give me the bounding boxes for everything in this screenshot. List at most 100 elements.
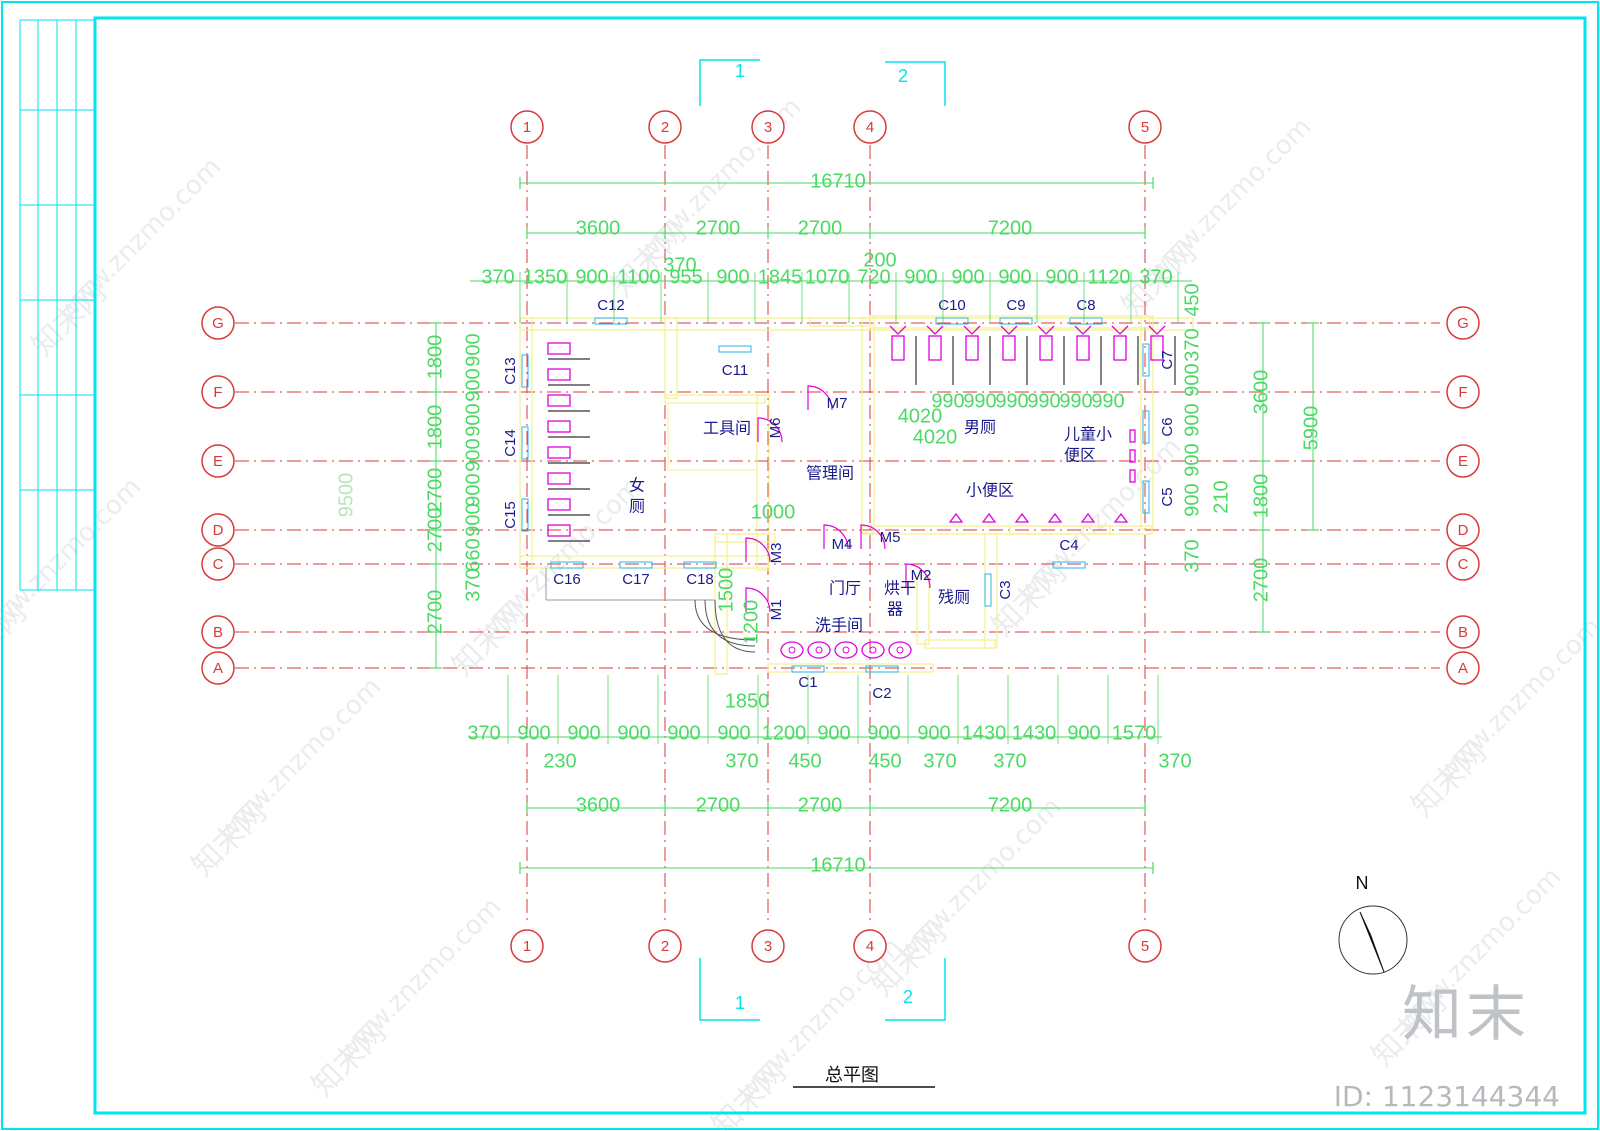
dimension-text: 900 [1181,403,1203,436]
dimension-text: 2700 [696,794,741,816]
section-cut-label: 2 [903,987,913,1007]
section-cut-label: 1 [735,993,745,1013]
toilet-fixture [1037,325,1055,335]
dimension-text: 900 [667,722,700,744]
dimension-text: 370 [993,750,1026,772]
window-frame [1142,410,1150,444]
window-frame [999,317,1033,325]
wash-basin-drain [788,646,796,654]
dimension-text: 900 [462,368,484,401]
dimension-text: 990 [1059,390,1092,412]
window-frame [1142,343,1150,377]
axis-label-column: 4 [866,938,874,955]
dimension-text: 370 [1181,328,1203,361]
room-label-management: 管理间 [806,464,854,483]
door-label-m5: M5 [880,529,901,546]
section-cut-mark [885,958,946,1021]
axis-bubble-column [1128,110,1162,144]
dimension-text: 900 [1045,266,1078,288]
axis-bubble-column [648,929,682,963]
dimension-text: 200 [863,249,896,271]
north-arrow-label: N [1356,873,1369,893]
window-frame [683,561,717,569]
door-label-m6: M6 [767,418,784,439]
axis-label-column: 1 [523,938,531,955]
dimension-text: 900 [917,722,950,744]
axis-bubble-column [853,110,887,144]
dimension-text: 1500 [715,568,737,613]
dimension-text: 370 [481,266,514,288]
window-label-c16: C16 [553,571,581,588]
dimension-text: 210 [1210,480,1232,513]
toilet-fixture [965,335,979,361]
room-label-men: 男厕 [964,418,996,437]
dimension-text: 370 [923,750,956,772]
dimension-text: 990 [995,390,1028,412]
toilet-fixture [1000,325,1018,335]
window-frame [1142,480,1150,514]
dimension-text: 370 [725,750,758,772]
north-arrow: N [1338,873,1408,975]
window-label-c13: C13 [502,357,519,385]
door-swing [745,587,771,613]
dimension-text: 1800 [424,335,446,380]
axis-label-column: 2 [661,119,669,136]
dimension-text: 370 [467,722,500,744]
toilet-fixture [547,368,571,381]
title-block-strip [19,19,96,591]
child-urinal-fixture [1129,429,1136,443]
window-label-c14: C14 [502,429,519,457]
axis-bubble-row [201,513,235,547]
axis-label-row: D [1458,522,1469,539]
axis-bubble-column [853,929,887,963]
dimension-text: 2700 [798,217,843,239]
dimension-text: 2700 [424,508,446,553]
dimension-text: 720 [857,266,890,288]
dimension-text: 990 [963,390,996,412]
dimension-text: 900 [575,266,608,288]
dimension-text: 660 [462,538,484,571]
window-label-c6: C6 [1159,417,1176,436]
wall-segment [1140,315,1154,530]
dimension-text: 16710 [810,170,866,192]
building-walls [519,315,1194,675]
toilet-fixture [1148,325,1166,335]
room-label-hall: 门厅 [829,579,861,598]
dimension-text: 370 [1158,750,1191,772]
door-label-m2: M2 [911,567,932,584]
axis-bubble-row [1446,306,1480,340]
axis-bubble-row [1446,375,1480,409]
dimension-text: 900 [1181,363,1203,396]
dimension-text: 900 [817,722,850,744]
wall-segment [664,394,766,404]
toilet-fixture [891,335,905,361]
toilet-fixture [1150,335,1164,361]
dimension-text: 1200 [762,722,807,744]
dimension-text: 370 [1181,539,1203,572]
axis-bubble-row [1446,444,1480,478]
window-frame [1069,317,1103,325]
axis-label-row: D [213,522,224,539]
axis-bubble-column [751,110,785,144]
room-label-women: 女 [629,476,645,495]
axis-label-row: F [1458,384,1467,401]
dimension-text: 1120 [1087,266,1130,288]
wall-segment [714,533,776,543]
axis-label-row: B [1458,624,1468,641]
axis-bubble-row [201,651,235,685]
window-label-c11: C11 [722,362,748,379]
door-label-m4: M4 [832,536,853,553]
wash-basin-drain [896,646,904,654]
dimension-text: 1800 [424,405,446,450]
urinal-fixture [1113,512,1129,523]
wall-segment [916,575,930,645]
room-label-tool: 工具间 [703,419,751,438]
dimension-text: 450 [788,750,821,772]
toilet-fixture [547,446,571,459]
toilet-fixture [547,342,571,355]
dimension-text: 370 [663,254,696,276]
dimension-text: 990 [1027,390,1060,412]
window-label-c17: C17 [622,571,650,588]
